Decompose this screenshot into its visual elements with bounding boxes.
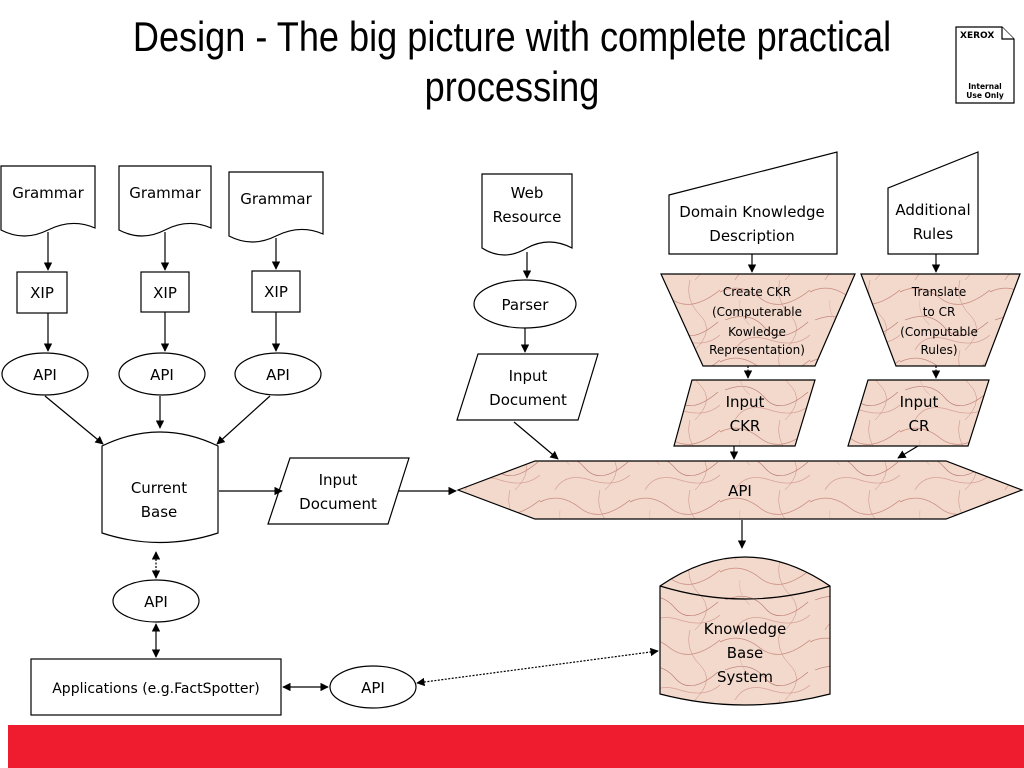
create-ckr-line-1: Create CKR [723,285,791,299]
api-hub: API [456,460,1024,520]
applications-box: Applications (e.g.FactSpotter) [30,658,282,716]
api-ellipse-2: API [118,352,206,396]
domain-knowledge-line-1: Domain Knowledge [679,203,824,221]
input-document-center-line-2: Document [489,391,567,409]
additional-rules-line-2: Rules [913,225,954,243]
api-ellipse-base: API [112,579,200,623]
api-label-bottom: API [361,679,385,697]
input-ckr: Input CKR [673,379,816,447]
create-ckr-line-3: Kowledge [728,325,786,339]
input-document-left: Input Document [267,457,410,525]
parser-ellipse: Parser [473,279,577,329]
knowledge-base-cylinder: Knowledge Base System [659,556,831,706]
xip-box-2: XIP [140,271,190,313]
applications-label: Applications (e.g.FactSpotter) [52,681,260,697]
api-ellipse-1: API [1,352,89,396]
slide-title: Design - The big picture with complete p… [72,12,953,112]
badge-line-2: Use Only [966,91,1004,100]
xip-box-3: XIP [251,270,301,313]
parser-label: Parser [502,296,550,314]
xip-label-2: XIP [153,284,177,302]
web-resource-document: Web Resource [481,173,573,256]
grammar-document-3: Grammar [228,171,324,243]
domain-knowledge-line-2: Description [709,227,794,245]
arrow-apibottom-kb [416,647,659,687]
create-ckr-process: Create CKR (Computerable Kowledge Repres… [660,273,856,367]
arrow-inputdoc-apihub-2 [513,421,559,460]
create-ckr-line-2: (Computerable [712,305,802,319]
arrow-api1-base [44,395,104,445]
input-document-center-line-1: Input [509,367,548,385]
input-ckr-line-2: CKR [730,417,761,435]
api-label-1: API [33,366,57,384]
translate-cr-line-3: (Computable [900,325,978,339]
xip-label-1: XIP [30,284,54,302]
footer-bar [8,725,1024,768]
input-document-center: Input Document [456,353,599,421]
slide-title-line-1: Design - The big picture with complete p… [132,13,892,60]
badge-brand: XEROX [960,31,994,41]
xip-label-3: XIP [264,283,288,301]
create-ckr-line-4: Representation) [709,343,805,357]
api-label-2: API [150,366,174,384]
grammar-label-1: Grammar [12,184,84,202]
grammar-document-2: Grammar [118,165,212,237]
api-label-base: API [144,593,168,611]
translate-cr-line-1: Translate [911,285,967,299]
input-cr-line-2: CR [909,417,930,435]
xerox-internal-badge: XEROX Internal Use Only [955,26,1015,104]
input-cr-line-1: Input [900,393,939,411]
web-resource-line-1: Web [511,184,544,202]
knowledge-base-line-2: Base [727,644,764,662]
input-cr: Input CR [847,379,990,447]
translate-cr-process: Translate to CR (Computable Rules) [860,273,1021,367]
current-base-line-1: Current [131,479,187,497]
arrow-inputcr-apihub [897,445,919,459]
input-document-left-line-2: Document [299,495,377,513]
current-base-cylinder: Current Base [101,431,219,544]
xip-box-1: XIP [16,271,68,314]
knowledge-base-line-1: Knowledge [704,620,786,638]
input-ckr-line-1: Input [726,393,765,411]
domain-knowledge-input: Domain Knowledge Description [668,151,838,255]
api-ellipse-bottom: API [329,665,417,709]
web-resource-line-2: Resource [493,208,562,226]
input-document-left-line-1: Input [319,471,358,489]
grammar-label-2: Grammar [129,184,201,202]
translate-cr-line-4: Rules) [920,343,957,357]
current-base-line-2: Base [141,503,178,521]
api-hub-label: API [728,482,752,500]
api-label-3: API [266,366,290,384]
grammar-label-3: Grammar [240,190,312,208]
connectors [43,232,941,692]
grammar-document-1: Grammar [0,165,96,237]
additional-rules-input: Additional Rules [887,151,979,255]
arrow-api3-base [216,395,271,445]
badge-line-1: Internal [968,82,1001,91]
additional-rules-line-1: Additional [895,201,970,219]
knowledge-base-line-3: System [717,668,773,686]
translate-cr-line-2: to CR [923,305,956,319]
api-ellipse-3: API [234,352,322,396]
slide-title-line-2: processing [424,63,600,110]
